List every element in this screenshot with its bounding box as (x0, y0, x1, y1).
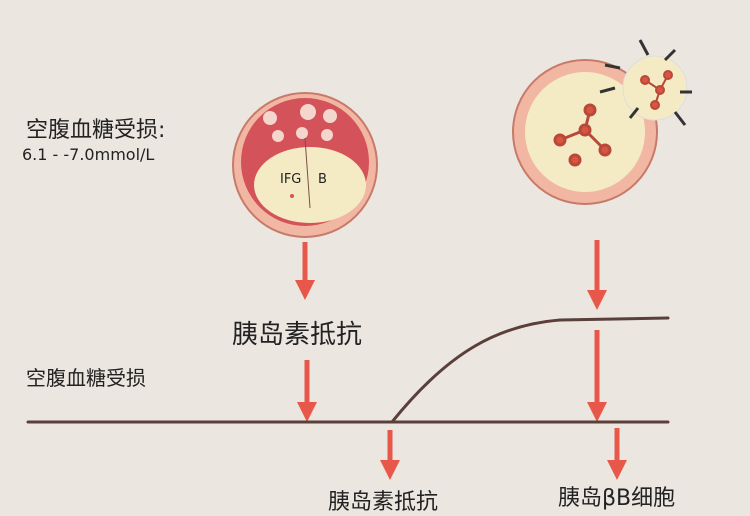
molecule-icon (553, 103, 612, 167)
insulin-resistance-label: 胰岛素抵抗 (232, 320, 363, 350)
impaired-fasting-glucose-title: 空腹血糖受损: (26, 118, 166, 143)
diagram-canvas (26, 39, 692, 480)
right-petri-dish (512, 39, 692, 205)
left-petri-dish (232, 92, 378, 238)
flow-arrows (295, 240, 627, 480)
dish-label-b: B (318, 172, 327, 187)
bottom-label-beta-cell: 胰岛βB细胞 (558, 486, 676, 511)
axis-label: 空腹血糖受损 (26, 366, 146, 390)
bottom-label-insulin-resistance: 胰岛素抵抗 (328, 490, 439, 515)
glucose-range: 6.1 - -7.0mmol/L (22, 145, 155, 164)
inward-arrows-icon (599, 39, 692, 126)
cell-clusters (263, 104, 337, 142)
progression-curve (390, 316, 670, 424)
dish-label-ifg: IFG (280, 172, 302, 187)
